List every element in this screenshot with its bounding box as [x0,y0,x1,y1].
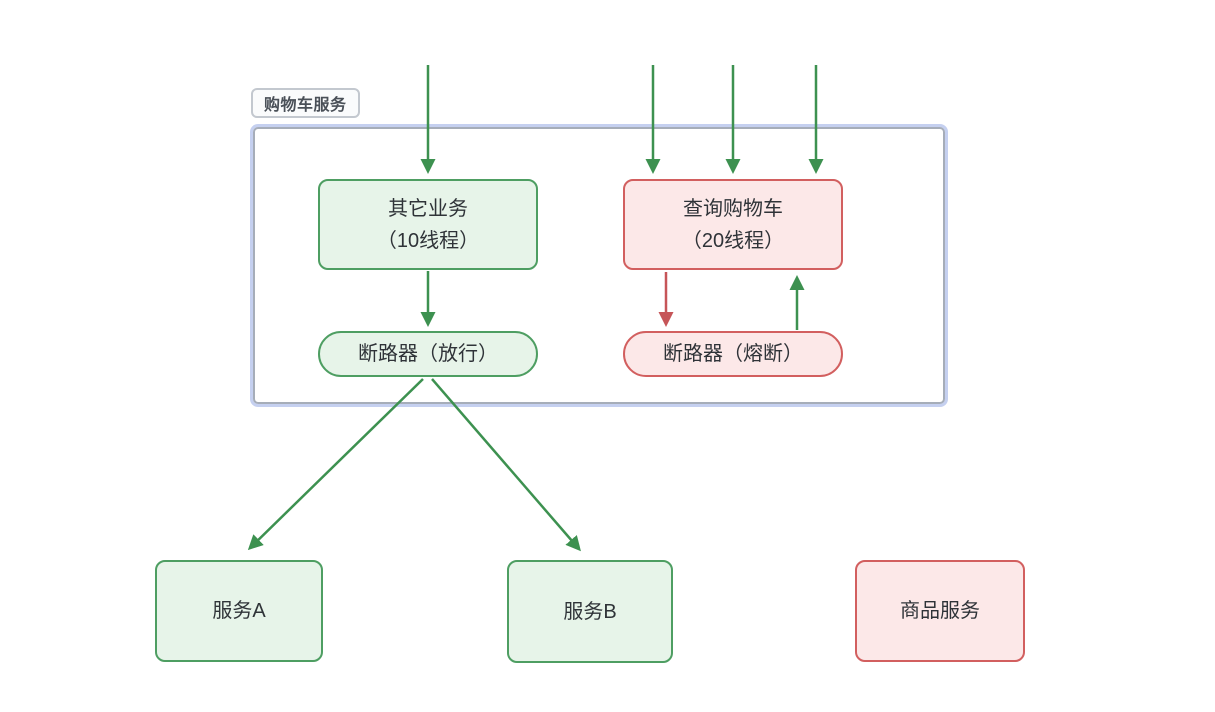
cart-service-group-label-text: 购物车服务 [264,97,347,114]
node-other-business: 其它业务 （10线程） [318,179,538,270]
node-product-service-label: 商品服务 [900,600,980,622]
cart-service-group-label: 购物车服务 [251,88,360,118]
node-query-cart-line1: 查询购物车 [683,197,783,220]
node-service-b-label: 服务B [563,600,617,623]
node-service-a-label: 服务A [212,600,266,622]
node-other-business-line2: （10线程） [376,229,480,252]
node-breaker-tripped: 断路器（熔断） [623,331,843,377]
node-breaker-tripped-label: 断路器（熔断） [663,343,803,365]
node-breaker-pass-label: 断路器（放行） [358,343,498,365]
arrow-breaker-pass-to-service-a [247,378,424,551]
node-service-b: 服务B [507,560,673,663]
node-breaker-pass: 断路器（放行） [318,331,538,377]
node-product-service: 商品服务 [855,560,1025,662]
arrow-breaker-pass-to-service-b [431,378,581,552]
node-service-a: 服务A [155,560,323,662]
cart-service-group [253,127,945,404]
node-query-cart: 查询购物车 （20线程） [623,179,843,270]
node-other-business-line1: 其它业务 [388,197,468,220]
node-query-cart-line2: （20线程） [681,229,785,252]
